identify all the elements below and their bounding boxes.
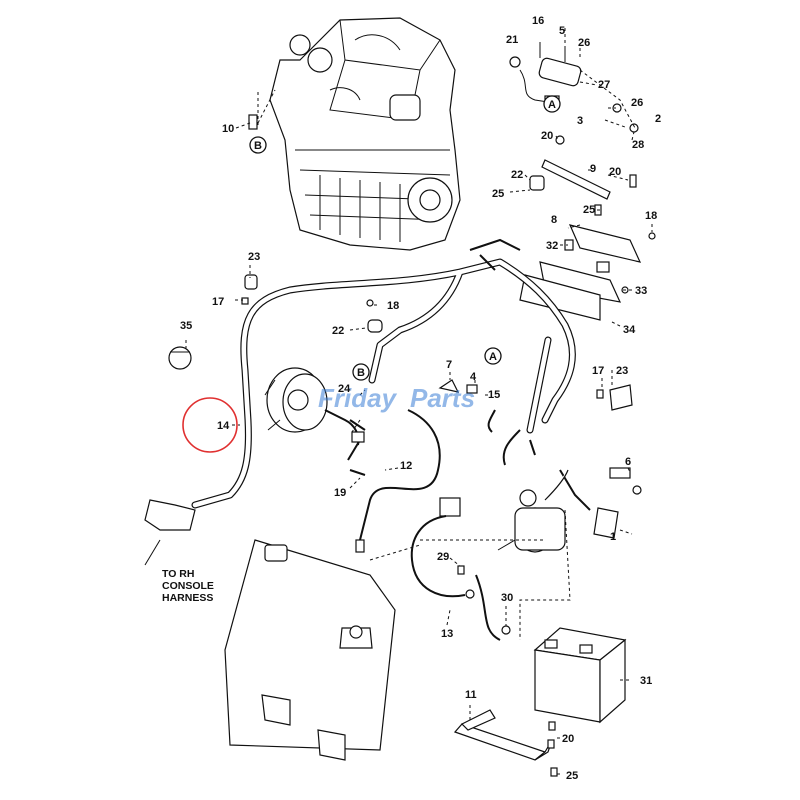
- callout-8: 8: [551, 214, 557, 226]
- battery-hold-down-bracket: [453, 709, 553, 761]
- callout-labels: 1 2 3 4 5 6 7 8 9 10 11 12 13 14 15 16 1…: [180, 15, 661, 782]
- callout-3: 3: [577, 115, 583, 127]
- callout-21: 21: [506, 34, 518, 46]
- callout-14: 14: [217, 420, 230, 432]
- callout-25c: 25: [566, 770, 578, 782]
- ground-strap-illustration: [529, 135, 637, 216]
- starter-motor-illustration: [497, 469, 619, 553]
- note-line-1: TO RH: [162, 568, 194, 580]
- engine-illustration: [269, 17, 461, 251]
- battery-cable-12: [355, 409, 441, 553]
- callout-25a: 25: [492, 188, 504, 200]
- callout-22a: 22: [511, 169, 523, 181]
- callout-18b: 18: [645, 210, 657, 222]
- fuel-tank-illustration: [224, 539, 396, 761]
- callout-12: 12: [400, 460, 412, 472]
- fuse-relay-box-illustration: [519, 224, 656, 321]
- marker-a-top: A: [543, 95, 561, 113]
- callout-24: 24: [338, 383, 351, 395]
- callout-2: 2: [655, 113, 661, 125]
- callout-6: 6: [625, 456, 631, 468]
- callout-29: 29: [437, 551, 449, 563]
- marker-a-mid: A: [484, 347, 502, 365]
- battery-cable-13: [410, 497, 501, 641]
- callout-20b: 20: [609, 166, 621, 178]
- watermark-text-2: Parts: [410, 383, 475, 413]
- callout-10: 10: [222, 123, 234, 135]
- callout-26b: 26: [631, 97, 643, 109]
- callout-18a: 18: [387, 300, 399, 312]
- main-wiring-harness: [144, 238, 576, 566]
- callout-32: 32: [546, 240, 558, 252]
- callout-4: 4: [470, 371, 477, 383]
- callout-31: 31: [640, 675, 652, 687]
- callout-19: 19: [334, 487, 346, 499]
- callout-22b: 22: [332, 325, 344, 337]
- callout-17b: 17: [592, 365, 604, 377]
- marker-a-mid-label: A: [489, 351, 497, 363]
- watermark-text-1: Friday: [318, 383, 398, 413]
- callout-11: 11: [465, 689, 477, 701]
- callout-23b: 23: [616, 365, 628, 377]
- highlight-circle: [182, 397, 238, 453]
- marker-b-left-label: B: [254, 140, 262, 152]
- callout-17a: 17: [212, 296, 224, 308]
- starter-solenoid-illustration: [509, 42, 639, 133]
- callout-26a: 26: [578, 37, 590, 49]
- marker-a-top-label: A: [548, 99, 556, 111]
- callout-13: 13: [441, 628, 453, 640]
- callout-30: 30: [501, 592, 513, 604]
- callout-23a: 23: [248, 251, 260, 263]
- callout-20c: 20: [562, 733, 574, 745]
- callout-leaders: [185, 28, 653, 775]
- callout-5: 5: [559, 25, 565, 37]
- callout-1: 1: [610, 531, 616, 543]
- callout-15: 15: [488, 389, 500, 401]
- to-rh-console-harness-note: TO RH CONSOLE HARNESS: [162, 568, 214, 604]
- callout-20a: 20: [541, 130, 553, 142]
- callout-27: 27: [598, 79, 610, 91]
- note-line-3: HARNESS: [162, 592, 213, 604]
- callout-33: 33: [635, 285, 647, 297]
- note-line-2: CONSOLE: [162, 580, 214, 592]
- marker-b-left: B: [249, 136, 267, 154]
- alternator-illustration: [264, 367, 366, 476]
- callout-16: 16: [532, 15, 544, 27]
- marker-b-mid: B: [352, 363, 370, 381]
- callout-35: 35: [180, 320, 192, 332]
- callout-25b: 25: [583, 204, 595, 216]
- marker-b-mid-label: B: [357, 367, 365, 379]
- battery-illustration: [533, 627, 627, 724]
- callout-9: 9: [590, 163, 596, 175]
- callout-7: 7: [446, 359, 452, 371]
- small-parts: [168, 114, 642, 777]
- callout-28: 28: [632, 139, 644, 151]
- callout-34: 34: [623, 324, 636, 336]
